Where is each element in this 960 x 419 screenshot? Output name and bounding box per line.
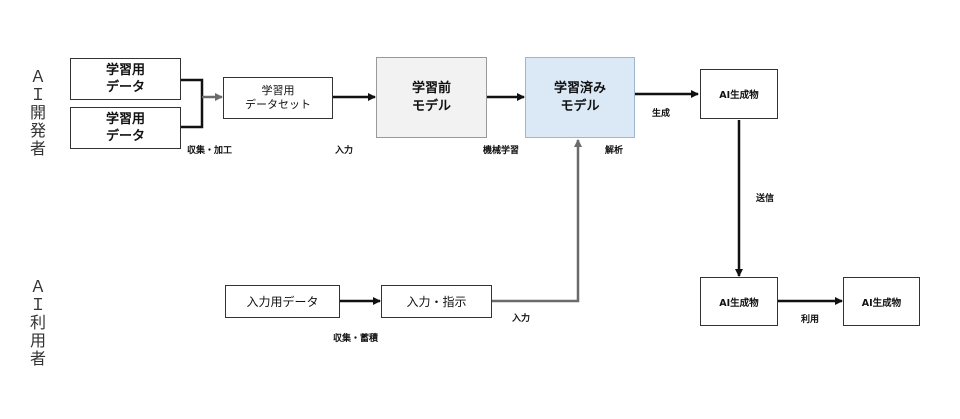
role-developer-char: 発	[29, 121, 46, 140]
role-user-char: 者	[29, 349, 46, 368]
merge-connector	[181, 78, 204, 129]
training-dataset-box: 学習用 データセット	[223, 77, 333, 119]
input-data-box: 入力用データ	[225, 285, 340, 318]
training-dataset-label: 学習用 データセット	[245, 84, 311, 111]
input-instruction-label: 入力・指示	[406, 295, 467, 309]
ai-output-box-1: AI生成物	[700, 69, 778, 119]
training-data-box-1: 学習用 データ	[70, 58, 181, 100]
label-machine-learning: 機械学習	[483, 146, 520, 156]
pre-training-model-box: 学習前 モデル	[376, 57, 487, 138]
label-input-1: 入力	[335, 146, 354, 156]
label-collect-process: 収集・加工	[187, 146, 233, 156]
label-send: 送信	[756, 194, 775, 204]
label-analysis: 解析	[605, 146, 624, 156]
label-use: 利用	[801, 315, 820, 325]
input-instruction-box: 入力・指示	[381, 285, 492, 318]
trained-model-label: 学習済み モデル	[553, 80, 606, 114]
pre-training-model-label: 学習前 モデル	[411, 80, 451, 114]
training-data-box-2: 学習用 データ	[70, 107, 181, 149]
input-data-label: 入力用データ	[246, 295, 319, 309]
training-data-label: 学習用 データ	[105, 112, 145, 144]
role-ai-developer: Ａ Ｉ 開 発 者	[28, 68, 48, 158]
role-developer-char: Ａ	[29, 67, 46, 86]
role-developer-char: 開	[29, 103, 46, 122]
role-developer-char: Ｉ	[29, 85, 46, 104]
role-developer-char: 者	[29, 139, 46, 158]
label-generate: 生成	[652, 109, 671, 119]
ai-output-label: AI生成物	[719, 90, 759, 101]
role-user-char: 利	[29, 313, 46, 332]
ai-output-label: AI生成物	[861, 297, 902, 309]
trained-model-box: 学習済み モデル	[525, 57, 635, 138]
role-user-char: 用	[29, 331, 46, 350]
label-input-2: 入力	[512, 314, 531, 324]
label-collect-store: 収集・蓄積	[333, 334, 379, 344]
ai-output-label: AI生成物	[719, 297, 759, 309]
ai-output-box-3: AI生成物	[843, 277, 920, 326]
arrow-input-2	[492, 139, 582, 303]
training-data-label: 学習用 データ	[105, 63, 145, 95]
role-user-char: Ａ	[29, 277, 46, 296]
role-ai-user: Ａ Ｉ 利 用 者	[28, 278, 48, 368]
ai-output-box-2: AI生成物	[700, 277, 778, 326]
role-user-char: Ｉ	[29, 295, 46, 314]
